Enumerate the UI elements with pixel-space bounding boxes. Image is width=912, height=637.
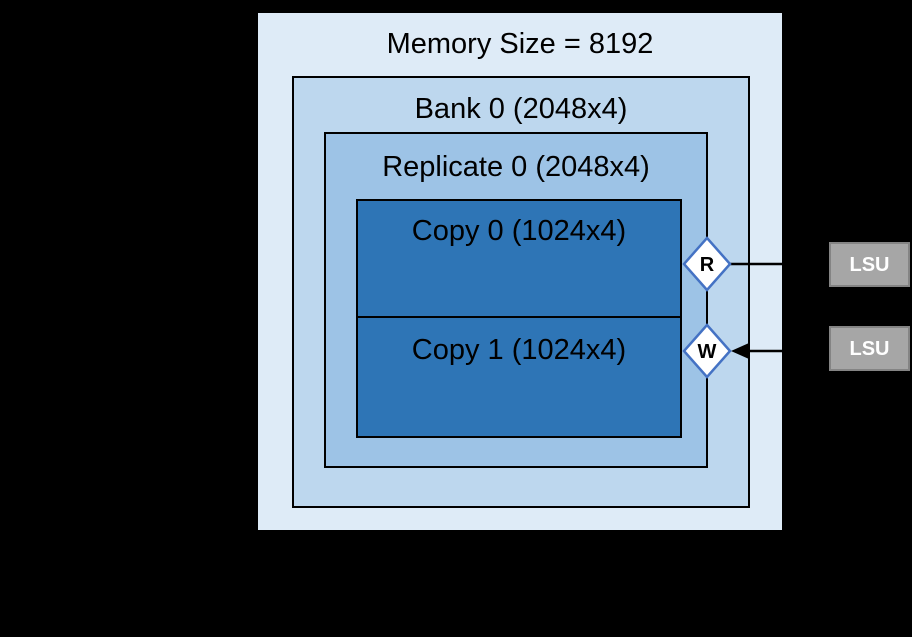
copy0-box: Copy 0 (1024x4) bbox=[356, 199, 682, 318]
copy1-box: Copy 1 (1024x4) bbox=[356, 316, 682, 438]
replicate-label: Replicate 0 (2048x4) bbox=[382, 151, 650, 183]
lsu-read-label: LSU bbox=[849, 253, 890, 276]
lsu-read-box: LSU bbox=[829, 242, 910, 287]
memory-label: Memory Size = 8192 bbox=[386, 28, 654, 60]
copy1-label: Copy 1 (1024x4) bbox=[411, 334, 627, 366]
lsu-write-label: LSU bbox=[849, 337, 890, 360]
bank-label: Bank 0 (2048x4) bbox=[414, 93, 628, 125]
copy0-label: Copy 0 (1024x4) bbox=[411, 215, 627, 247]
lsu-write-box: LSU bbox=[829, 326, 910, 371]
